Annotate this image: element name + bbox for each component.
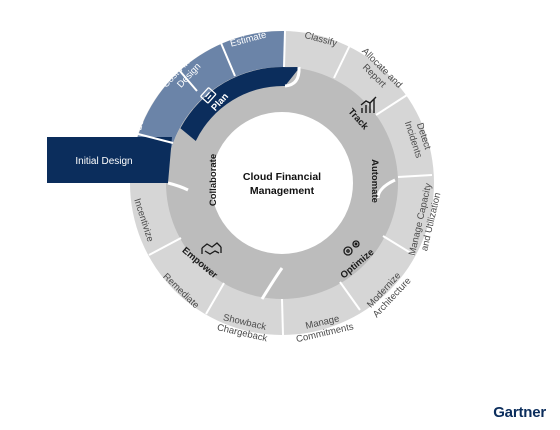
gears-icon bbox=[343, 240, 360, 256]
phase-collaborate-label: Collaborate bbox=[208, 154, 219, 206]
phase-automate-label: Automate bbox=[369, 159, 380, 203]
center-title-line1: Cloud Financial bbox=[243, 171, 321, 183]
initial-design-tab bbox=[47, 137, 172, 183]
plan-segment bbox=[180, 67, 300, 141]
middle-ring-dividers bbox=[167, 66, 396, 300]
outer-segment-plan-group bbox=[134, 30, 286, 155]
gartner-logo: Gartner bbox=[493, 404, 546, 421]
track-icon bbox=[360, 96, 377, 113]
initial-design-label: Initial Design bbox=[75, 156, 132, 167]
center-hub bbox=[209, 110, 355, 256]
center-title-line2: Management bbox=[250, 185, 315, 197]
handshake-icon bbox=[201, 242, 222, 255]
plan-icon bbox=[200, 87, 217, 104]
outer-ring-dividers bbox=[137, 30, 433, 336]
